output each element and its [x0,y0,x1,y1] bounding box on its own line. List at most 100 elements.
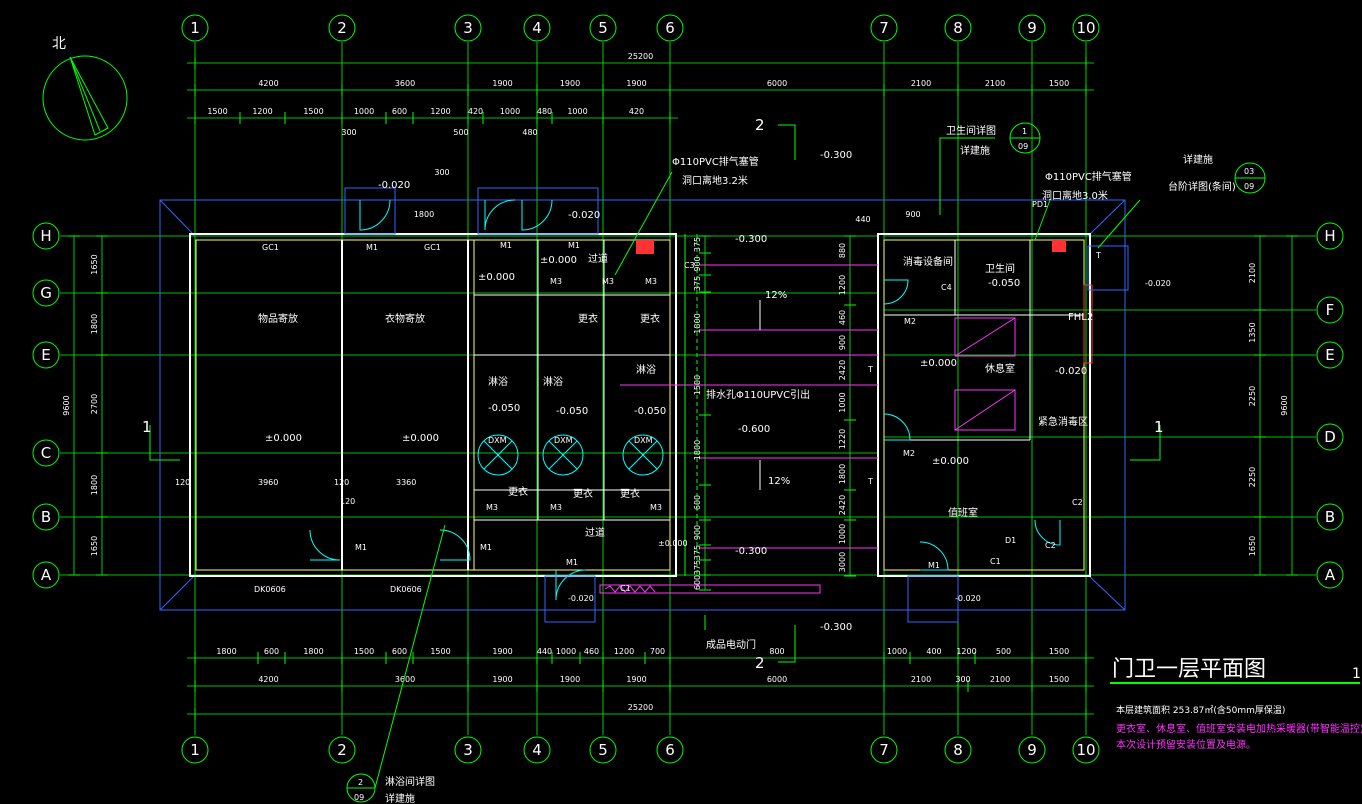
north-label: 北 [52,36,66,52]
elevation: -0.050 [488,403,520,414]
detail-callout: 台阶详图(条间) [1168,180,1236,193]
grid-label: 6 [665,741,675,759]
grid-label: H [40,227,51,245]
grid-bubble [1316,503,1344,531]
fan-icon [477,434,519,476]
note-line: 本次设计预留安装位置及电源。 [1116,738,1256,751]
dim-text: 1200 [252,107,272,116]
door-tag: DXM [634,436,653,445]
door-tag: M1 [366,243,378,252]
dim-text: 1500 [303,107,323,116]
section-number: 2 [755,116,765,134]
door-tag: T [867,477,873,486]
slope-marks: 12% 12% [765,290,790,487]
ref-number: 09 [354,793,364,802]
dim-text: 420 [629,107,644,116]
dim-text: 3600 [395,79,415,88]
grid-label: 3 [463,19,473,37]
dim-text: 1900 [560,675,580,684]
grid-label: 5 [598,741,608,759]
title-block: 门卫一层平面图 1: 本层建筑面积 253.87㎡(含50mm厚保温) 更衣室、… [1112,657,1362,751]
grid-label: 5 [598,19,608,37]
dim-text: 1500 [1049,675,1069,684]
grid-bubble [523,14,551,42]
window-tag: DK0606 [390,585,422,594]
fan-icon [622,434,664,476]
door-tag: C1 [990,557,1001,566]
elevation: -0.050 [556,406,588,417]
dim-text: 2100 [985,79,1005,88]
grid-bubble [32,561,60,589]
grid-bubble [454,736,482,764]
door-tags: M1 M1 M1 M1 M1 M1 M1 M2 M2 M3 M3 M3 M3 M… [262,200,1101,593]
slope-label: 12% [765,290,787,301]
grid-bubble [523,736,551,764]
grid-bubble [32,279,60,307]
dim-total: 25200 [628,52,653,61]
grid-label: 2 [337,19,347,37]
grid-bubble [181,14,209,42]
dim-text: 4200 [258,675,278,684]
grid-bubble [870,14,898,42]
elevation: ±0.000 [658,539,688,548]
room-label: 更衣 [573,487,593,500]
dim-text: 480 [537,107,552,116]
grid-label: 7 [879,741,889,759]
grid-label: 9 [1027,19,1037,37]
grid-bubble [1316,341,1344,369]
detail-callout: 详建施 [960,144,990,157]
dim-text: 880 [838,243,847,258]
room-labels: 物品寄放 衣物寄放 淋浴 淋浴 淋浴 更衣 更衣 更衣 更衣 更衣 过道 过道 … [258,252,1088,539]
grid-bubble [32,222,60,250]
grid-label: 1 [190,19,200,37]
room-label: 淋浴 [543,375,563,388]
door-tag: M1 [500,241,512,250]
dim-text: 2250 [1248,386,1257,406]
elevation: -0.050 [634,406,666,417]
pipe-callout: 洞口离地3.2米 [682,174,748,187]
dim-text: 700 [650,647,665,656]
ref-number: 1 [1022,127,1027,136]
dim-text: 1800 [216,647,236,656]
grid-label: 9 [1027,741,1037,759]
callout-labels: Φ110PVC排气塞管 洞口离地3.2米 Φ110PVC排气塞管 洞口离地3.0… [142,116,1254,804]
dim-text: 1650 [90,254,99,274]
elevation: -0.020 [1145,279,1171,288]
door-tag: M3 [550,503,562,512]
grid-label: E [1325,346,1334,364]
section-number: 1 [1154,418,1164,436]
grid-label: B [41,508,51,526]
grid-label: 8 [953,741,963,759]
door-tag: DXM [488,436,507,445]
door-tag: M3 [602,277,614,286]
dim-text: 420 [468,107,483,116]
dim-text: 1000 [500,107,520,116]
door-tag: M2 [903,449,915,458]
dim-text: 300 [434,168,449,177]
dim-text: 1000 [838,524,847,544]
dim-text: 1800 [303,647,323,656]
grid-label: 7 [879,19,889,37]
grid-label: 4 [532,19,542,37]
grid-bubble [1072,14,1100,42]
drawing-scale: 1: [1352,666,1362,682]
interior-dims: 3960 3360 120 120 120 [175,478,416,506]
detail-callout: 详建施 [1183,153,1213,166]
dim-text: 2100 [990,675,1010,684]
dim-text: 120 [175,478,190,487]
dim-total: 25200 [628,703,653,712]
grid-label: A [1325,566,1336,584]
grid-bubble [181,736,209,764]
grid-label: H [1324,227,1335,245]
ref-number: 09 [1244,182,1254,191]
dim-text: 375 [693,560,702,575]
drawing-title: 门卫一层平面图 [1112,657,1266,682]
elevation: -0.020 [955,594,981,603]
dim-text: 2420 [838,360,847,380]
door-tag: FHL2 [1068,312,1093,323]
dim-text: 1500 [430,647,450,656]
grid-label: 4 [532,741,542,759]
grid-bubble [1316,423,1344,451]
